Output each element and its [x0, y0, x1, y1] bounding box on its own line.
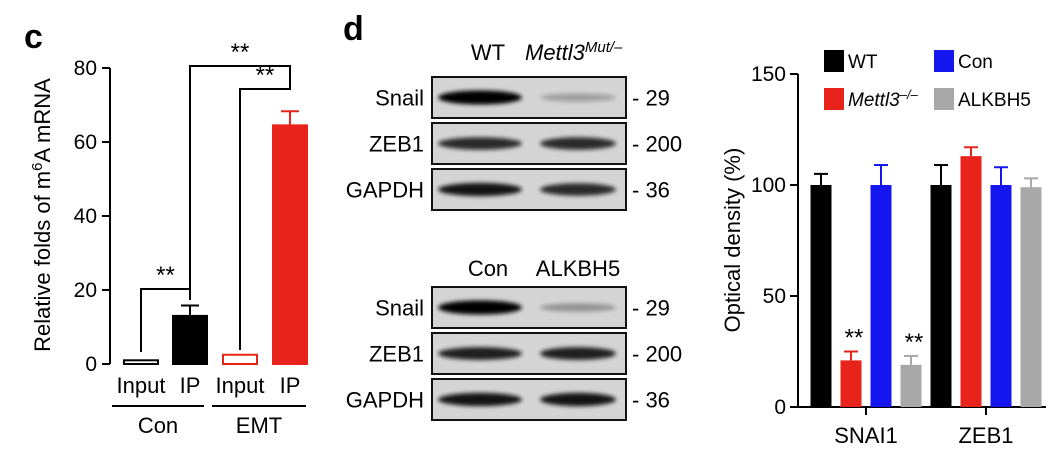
chart-c-bar-2: [222, 353, 258, 365]
chart-d-bar-1-1: [960, 156, 982, 407]
chart-c-group-label-0: Con: [138, 413, 178, 438]
chart-d-legend-label-3: ALKBH5: [958, 90, 1031, 111]
chart-d-significance-label-0: **: [845, 325, 864, 352]
chart-d-legend-swatch-0: [824, 50, 844, 72]
chart-c-ylabel: Relative folds of m6A mRNA: [29, 78, 56, 352]
blot-bottom-mw-label-1: - 200: [632, 342, 682, 367]
blot-top-mw-label-2: - 36: [632, 178, 670, 203]
chart-c-category-label-1: IP: [180, 373, 201, 398]
chart-d-legend-swatch-2: [934, 50, 954, 72]
chart-d-bar-3-1: [1020, 187, 1042, 407]
blot-bottom-band-1-0: [438, 347, 522, 360]
blot-top-mw-label-0: - 29: [632, 86, 670, 111]
chart-c-bar-3: [272, 124, 308, 365]
blot-top-row-label-0: Snail: [375, 86, 424, 111]
chart-d-significance-label-1: **: [905, 329, 924, 356]
chart-d-ytick-label-1: 50: [763, 285, 786, 308]
blot-bottom-row-label-2: GAPDH: [346, 388, 424, 413]
chart-c-significance-bracket-1: [239, 79, 291, 350]
chart-c-ytick-label-3: 60: [74, 131, 97, 154]
chart-c-ytick-label-2: 40: [74, 205, 97, 228]
blot-top-mw-label-1: - 200: [632, 132, 682, 157]
chart-d-bar-2-1: [990, 185, 1012, 407]
chart-c-ytick-label-0: 0: [85, 353, 97, 376]
chart-d-legend-label-1: Mettl3–/–: [848, 87, 919, 112]
chart-c-category-label-2: Input: [216, 373, 265, 398]
panel-letter-d: d: [343, 10, 364, 48]
chart-c-ytick-label-1: 20: [74, 279, 97, 302]
chart-d-ytick-label-2: 100: [751, 174, 786, 197]
blot-bottom-band-0-0: [438, 300, 522, 315]
blot-bottom-band-0-1: [540, 303, 616, 312]
chart-d-legend-label-0: WT: [848, 52, 878, 73]
panel-letter-c: c: [24, 18, 43, 56]
chart-c-significance-label-2: **: [231, 39, 250, 66]
chart-d-legend-swatch-1: [824, 88, 844, 110]
blot-top-col1-label: WT: [471, 40, 505, 65]
chart-d-bar-3-0: [900, 364, 922, 407]
blot-bottom-row-label-0: Snail: [375, 296, 424, 321]
chart-c-ytick-label-4: 80: [74, 57, 97, 80]
blot-bottom-mw-label-2: - 36: [632, 388, 670, 413]
chart-c-category-label-0: Input: [117, 373, 166, 398]
chart-d-legend-label-2: Con: [958, 52, 993, 73]
blot-bottom-mw-label-0: - 29: [632, 296, 670, 321]
blot-bottom-col2-label: ALKBH5: [536, 256, 620, 281]
chart-d-bar-1-0: [840, 360, 862, 407]
blot-bottom-band-2-1: [540, 392, 616, 407]
chart-d-category-label-0: SNAI1: [834, 423, 898, 448]
chart-d-bar-0-0: [810, 185, 832, 407]
blot-top-col2-label: Mettl3Mut/–: [525, 39, 623, 66]
chart-d-ylabel: Optical density (%): [720, 148, 745, 333]
blot-top-row-label-2: GAPDH: [346, 178, 424, 203]
blot-bottom-band-1-1: [540, 347, 616, 360]
chart-d-legend-swatch-3: [934, 88, 954, 110]
blot-top-row-label-1: ZEB1: [369, 132, 424, 157]
blot-top-band-2-0: [438, 182, 522, 197]
chart-d-ytick-label-3: 150: [751, 63, 786, 86]
blot-top-band-2-1: [540, 183, 616, 196]
chart-d-ytick-label-0: 0: [774, 396, 786, 419]
blot-bottom-band-2-0: [438, 392, 522, 407]
blot-top-band-0-1: [540, 93, 616, 102]
chart-d-bar-0-1: [930, 185, 952, 407]
chart-c-bar-1: [172, 314, 208, 365]
blot-bottom-row-label-1: ZEB1: [369, 342, 424, 367]
chart-d-bar-2-0: [870, 185, 892, 407]
chart-c-significance-label-1: **: [256, 62, 275, 89]
blot-top-band-0-0: [438, 90, 522, 105]
blot-bottom-col1-label: Con: [468, 256, 508, 281]
chart-c-bar-0: [123, 359, 159, 365]
chart-c-category-label-3: IP: [280, 373, 301, 398]
chart-c-significance-bracket-2: [189, 65, 291, 300]
chart-d-category-label-1: ZEB1: [958, 423, 1013, 448]
blot-top-frame-2: [431, 168, 627, 211]
chart-c-significance-label-0: **: [156, 262, 175, 289]
blot-top-band-1-0: [438, 137, 522, 150]
blot-top-band-1-1: [540, 137, 616, 150]
chart-c-group-label-1: EMT: [236, 413, 282, 438]
